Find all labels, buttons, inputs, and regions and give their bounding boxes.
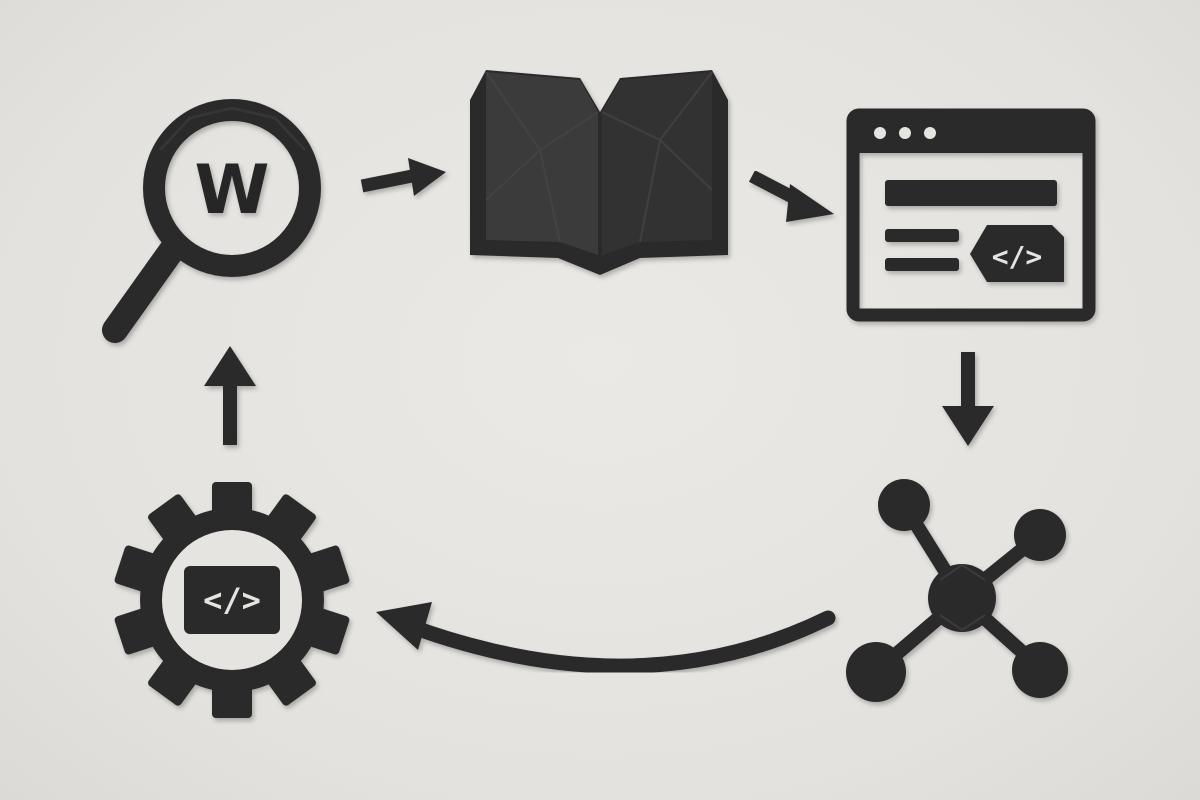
window-dot-icon xyxy=(874,127,886,139)
browser-code-window-icon: </> xyxy=(846,108,1096,322)
code-badge xyxy=(970,225,1064,282)
arrow-network-to-gear xyxy=(376,602,836,674)
code-glyph: </> xyxy=(992,240,1043,273)
window-dot-icon xyxy=(899,127,911,139)
code-badge xyxy=(184,566,280,634)
text-line xyxy=(885,258,959,271)
arrow-search-to-book xyxy=(360,158,446,196)
arrow-gear-to-search xyxy=(204,346,256,445)
network-nodes-icon xyxy=(846,479,1068,702)
hub-node xyxy=(928,564,996,632)
code-glyph: </> xyxy=(203,581,261,619)
leaf-node xyxy=(1012,642,1068,698)
leaf-node xyxy=(846,642,906,702)
leaf-node xyxy=(878,479,930,531)
arrow-book-to-browser xyxy=(748,170,834,222)
wikipedia-w-glyph: W xyxy=(194,151,269,230)
code-gear-icon: </> xyxy=(114,482,350,718)
content-bar xyxy=(885,180,1057,206)
text-line xyxy=(885,229,959,242)
leaf-node xyxy=(1014,509,1066,561)
open-book-icon xyxy=(470,70,728,275)
arrow-browser-to-network xyxy=(942,352,994,446)
wikipedia-search-icon: W xyxy=(102,99,321,343)
window-dot-icon xyxy=(924,127,936,139)
